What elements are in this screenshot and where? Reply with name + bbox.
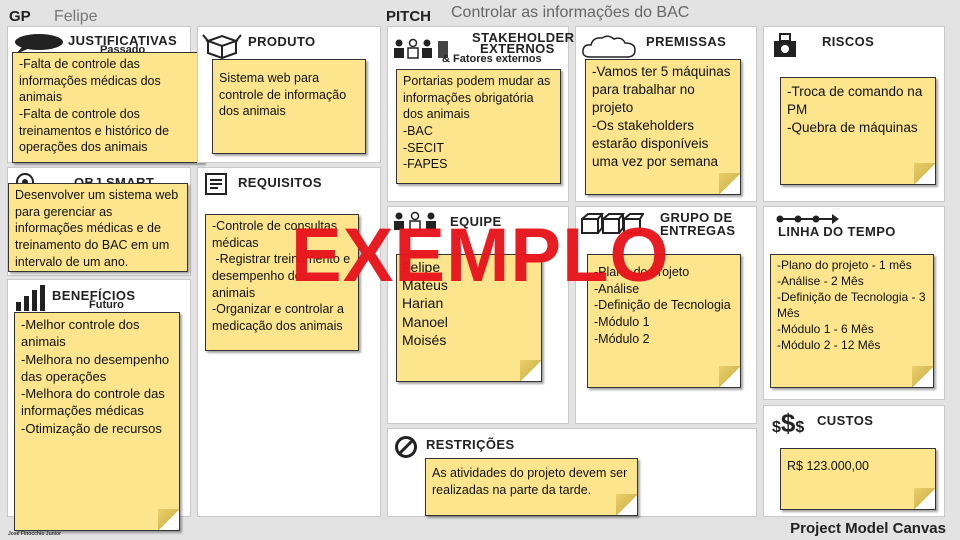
cloud-icon [582, 35, 636, 58]
note-line: -Melhor controle dos animais [21, 317, 144, 350]
produto-title: PRODUTO [248, 34, 316, 49]
produto-note[interactable]: Sistema web para controle de informação … [212, 59, 366, 154]
note-line: Desenvolver um sistema web para gerencia… [15, 188, 182, 269]
restricoes-title: RESTRIÇÕES [426, 437, 515, 452]
linha-tempo-title: LINHA DO TEMPO [778, 224, 896, 239]
checklist-icon [205, 173, 227, 195]
bar-chart-icon [16, 285, 45, 311]
note-line: -Organizar e controlar a medicação dos a… [212, 302, 348, 333]
premissas-title: PREMISSAS [646, 34, 727, 49]
team-member: Felipe [402, 259, 441, 275]
riscos-title: RISCOS [822, 34, 875, 49]
beneficios-subtitle: Futuro [89, 299, 124, 311]
note-line: -Controle de consultas médicas [212, 219, 341, 250]
note-line: -SECIT [403, 140, 444, 155]
gp-label: GP [9, 8, 31, 25]
note-line: -Definição de Tecnologia - 3 Mês [777, 289, 929, 320]
box-icon [202, 34, 242, 59]
note-line: -FAPES [403, 157, 448, 172]
equipe-note[interactable]: Felipe Mateus Harian Manoel Moisés [396, 254, 542, 382]
prohibited-icon [395, 436, 417, 458]
note-line: As atividades do projeto devem ser reali… [432, 466, 631, 497]
justificativas-note[interactable]: -Falta de controle das informações médic… [12, 52, 204, 163]
team-member: Moisés [402, 331, 447, 348]
riscos-note[interactable]: -Troca de comando na PM -Quebra de máqui… [780, 77, 936, 185]
note-line: Portarias podem mudar as informações obr… [403, 74, 554, 122]
note-line: -Melhora do controle das informações méd… [21, 386, 169, 419]
note-line: -Módulo 2 - 12 Mês [777, 337, 881, 352]
pitch-value[interactable]: Controlar as informações do BAC [451, 4, 690, 21]
timeline-icon [776, 214, 839, 224]
beneficios-note[interactable]: -Melhor controle dos animais -Melhora no… [14, 312, 180, 531]
custos-note[interactable]: R$ 123.000,00 [780, 448, 936, 510]
justificativas-subtitle: Passado [100, 44, 146, 56]
team-member: Manoel [402, 313, 448, 330]
premissas-note[interactable]: -Vamos ter 5 máquinas para trabalhar no … [585, 59, 741, 195]
note-line: -Melhora no desempenho das operações [21, 351, 173, 384]
stakeholders-note[interactable]: Portarias podem mudar as informações obr… [396, 69, 561, 184]
gp-value[interactable]: Felipe [54, 8, 98, 25]
packages-icon [581, 213, 644, 234]
team-member: Mateus [402, 277, 448, 294]
entregas-title: GRUPO DE [660, 210, 733, 225]
stakeholders-title2: EXTERNOS [480, 41, 555, 56]
pitch-label: PITCH [386, 8, 431, 25]
note-line: -BAC [403, 123, 433, 138]
note-line: Sistema web para controle de informação … [219, 71, 350, 119]
note-line: -Análise [594, 281, 640, 296]
obj-smart-note[interactable]: Desenvolver um sistema web para gerencia… [8, 183, 188, 272]
note-line: -Troca de comando na PM [787, 84, 927, 117]
justificativas-title: JUSTIFICATIVAS [68, 33, 178, 48]
note-line: R$ 123.000,00 [787, 459, 870, 473]
note-line: -Plano do projeto [594, 265, 690, 279]
entregas-note[interactable]: -Plano do projeto -Análise -Definição de… [587, 254, 741, 388]
equipe-title: EQUIPE [450, 214, 502, 229]
note-line: -Otimização de recursos [21, 420, 162, 436]
team-icon [394, 211, 436, 231]
restricoes-note[interactable]: As atividades do projeto devem ser reali… [425, 458, 638, 516]
note-line: -Módulo 1 [594, 314, 650, 329]
author-credit: José Finocchio Junior [8, 531, 62, 537]
note-line: -Análise - 2 Mês [777, 273, 864, 288]
note-line: -Vamos ter 5 máquinas para trabalhar no … [592, 64, 735, 115]
note-line: -Registrar treinamento e desempenho dos … [212, 252, 354, 300]
note-line: -Falta de controle dos treinamentos e hi… [19, 106, 173, 155]
team-member: Harian [402, 295, 444, 312]
canvas-title: Project Model Canvas [790, 520, 946, 537]
stakeholders-title: STAKEHOLDERS [472, 30, 584, 45]
note-line: -Definição de Tecnologia [594, 298, 731, 313]
people-building-icon [394, 38, 448, 59]
bomb-icon [774, 33, 796, 57]
beneficios-title: BENEFÍCIOS [52, 288, 136, 303]
stakeholders-subtitle: & Fatores externos [442, 53, 542, 65]
linha-tempo-note[interactable]: -Plano do projeto - 1 mês -Análise - 2 M… [770, 254, 934, 388]
requisitos-note[interactable]: -Controle de consultas médicas -Registra… [205, 214, 359, 351]
note-line: -Quebra de máquinas [787, 119, 918, 135]
note-line: -Falta de controle das informações médic… [19, 57, 165, 105]
note-line: -Módulo 2 [594, 331, 650, 346]
custos-title: CUSTOS [817, 413, 874, 428]
dollar-icon: $$$ [772, 408, 805, 438]
entregas-title2: ENTREGAS [660, 223, 736, 238]
note-line: -Módulo 1 - 6 Mês [777, 321, 874, 336]
note-line: -Plano do projeto - 1 mês [777, 258, 912, 272]
requisitos-title: REQUISITOS [238, 175, 322, 190]
note-line: -Os stakeholders estarão disponíveis uma… [592, 117, 719, 169]
